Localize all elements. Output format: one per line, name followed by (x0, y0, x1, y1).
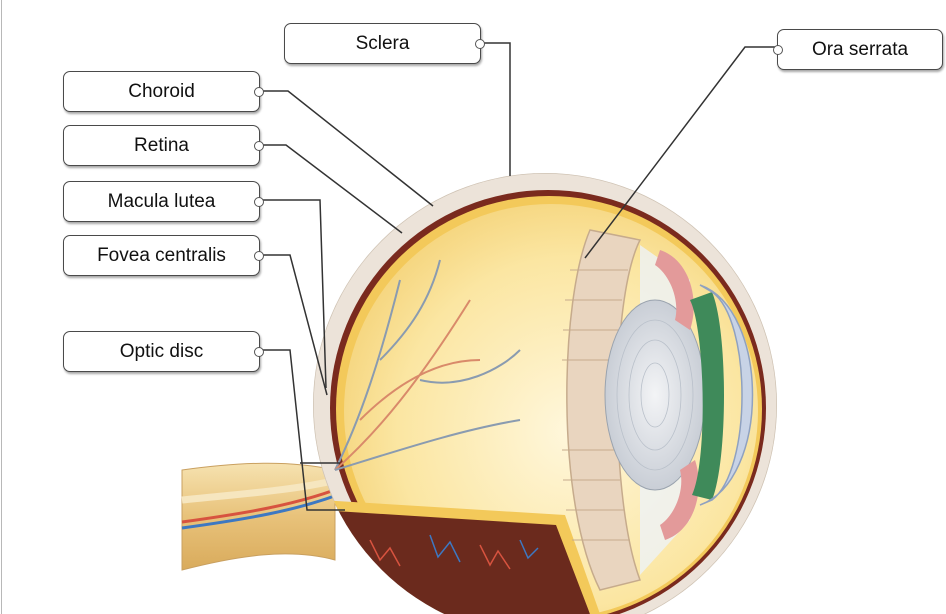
label-macula-lutea[interactable]: Macula lutea (63, 181, 264, 222)
label-fovea-centralis[interactable]: Fovea centralis (63, 235, 264, 276)
frame-border (1, 0, 2, 614)
label-choroid[interactable]: Choroid (63, 71, 264, 112)
connector-knob (254, 346, 264, 357)
connector-knob (773, 44, 783, 55)
connector-knob (475, 38, 485, 49)
label-optic-disc[interactable]: Optic disc (63, 331, 264, 372)
leader-retina (258, 144, 403, 234)
leader-lines (258, 42, 777, 511)
connector-knob (254, 196, 264, 207)
leader-macula-lutea (260, 199, 327, 389)
label-sclera[interactable]: Sclera (284, 23, 485, 64)
iris (690, 292, 724, 500)
optic-nerve (181, 462, 351, 571)
label-sclera-text: Sclera (355, 32, 410, 54)
leader-fovea-centralis (260, 254, 328, 396)
label-ora-serrata[interactable]: Ora serrata (773, 29, 943, 70)
choroid-vessels (369, 534, 539, 570)
cornea (699, 284, 754, 506)
connector-knob (254, 250, 264, 261)
ciliary-body (566, 229, 642, 591)
leader-sclera (483, 42, 511, 176)
retinal-vessels (334, 259, 521, 471)
leader-optic-disc (260, 349, 345, 511)
eyeball (313, 173, 777, 614)
label-ora-serrata-text: Ora serrata (811, 38, 909, 60)
leader-ora-serrata (584, 46, 777, 259)
label-optic-disc-text: Optic disc (119, 340, 204, 362)
connector-knob (254, 140, 264, 151)
label-fovea-centralis-text: Fovea centralis (97, 244, 226, 266)
label-choroid-text: Choroid (128, 80, 195, 102)
label-retina[interactable]: Retina (63, 125, 264, 166)
central-vein (181, 488, 351, 530)
connector-knob (254, 86, 264, 97)
label-macula-lutea-text: Macula lutea (107, 190, 216, 212)
leader-choroid (260, 90, 434, 207)
label-retina-text: Retina (134, 134, 189, 156)
